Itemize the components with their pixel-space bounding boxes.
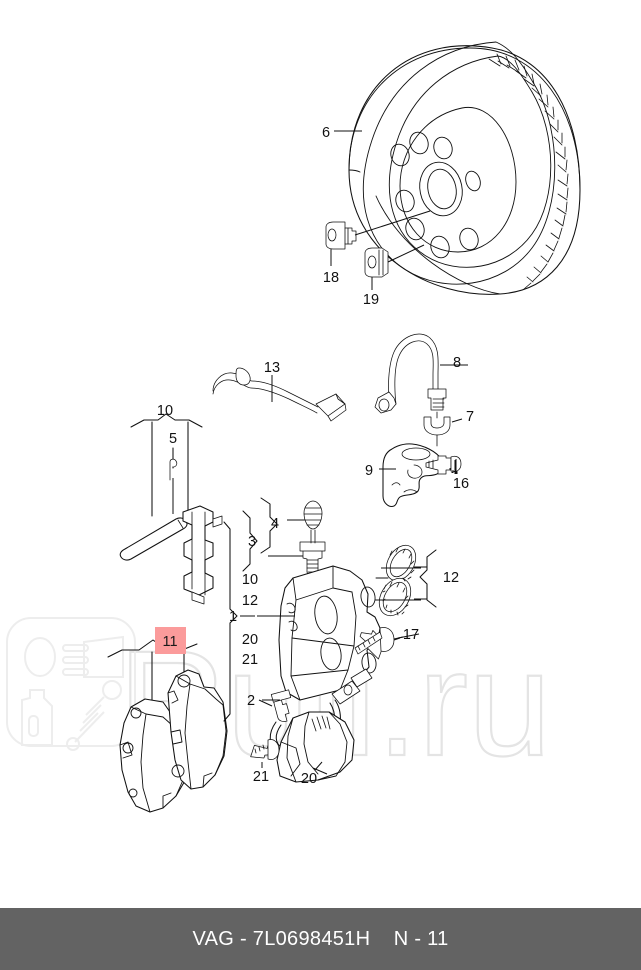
caliper-body-part <box>257 565 381 701</box>
retaining-clip-7-part <box>423 411 463 447</box>
callout-10a: 10 <box>157 403 173 419</box>
footer-text: VAG - 7L0698451H N - 11 <box>192 927 449 950</box>
callout-numbers: 6 18 19 13 10 5 8 7 9 16 4 3 10 12 1 12 … <box>157 125 474 787</box>
callout-21a: 21 <box>242 652 258 668</box>
callout-3: 3 <box>248 534 256 550</box>
callout-2: 2 <box>247 693 255 709</box>
footer-bar: VAG - 7L0698451H N - 11 <box>0 908 641 970</box>
callout-11-highlighted: 11 <box>162 634 177 650</box>
screw-19-part <box>364 244 425 290</box>
callout-9: 9 <box>365 463 373 479</box>
group-brackets <box>223 510 258 722</box>
callout-5: 5 <box>169 431 177 447</box>
callout-12a: 12 <box>242 593 258 609</box>
callout-8: 8 <box>453 355 461 371</box>
callout-20b: 20 <box>301 771 317 787</box>
bracket-group-10-part <box>119 413 223 605</box>
callout-20a: 20 <box>242 632 258 648</box>
callout-1: 1 <box>229 609 237 625</box>
callout-12b: 12 <box>443 570 459 586</box>
seal-rings-12-part <box>375 544 437 617</box>
retaining-spring-20-part <box>276 711 355 783</box>
callout-16: 16 <box>453 476 469 492</box>
callout-18: 18 <box>323 270 339 286</box>
technical-drawing-layer: 6 18 19 13 10 5 8 7 9 16 4 3 10 12 1 12 … <box>107 41 581 813</box>
wear-sensor-13-part <box>212 367 347 422</box>
highlight-box-11 <box>155 627 186 654</box>
brake-hose-8-part <box>374 333 468 414</box>
screw-21-part <box>250 739 280 768</box>
bleeder-group-part <box>260 497 326 615</box>
extra-leaders <box>240 615 420 707</box>
callout-6: 6 <box>322 125 330 141</box>
bolt-18-part <box>325 210 431 266</box>
brake-disc-part <box>348 41 581 295</box>
callout-21b: 21 <box>253 769 269 785</box>
callout-4: 4 <box>271 516 279 532</box>
callout-17: 17 <box>403 627 419 643</box>
callout-7: 7 <box>466 409 474 425</box>
exploded-diagram-canvas: Ruli.ru <box>6 41 581 813</box>
bolt-16-part <box>425 455 462 475</box>
callout-10b: 10 <box>242 572 258 588</box>
brake-pad-set-11-part <box>107 639 228 813</box>
brake-line-2-part <box>262 668 373 759</box>
callout-19: 19 <box>363 292 379 308</box>
hose-bracket-9-part <box>379 443 444 507</box>
callout-13: 13 <box>264 360 280 376</box>
